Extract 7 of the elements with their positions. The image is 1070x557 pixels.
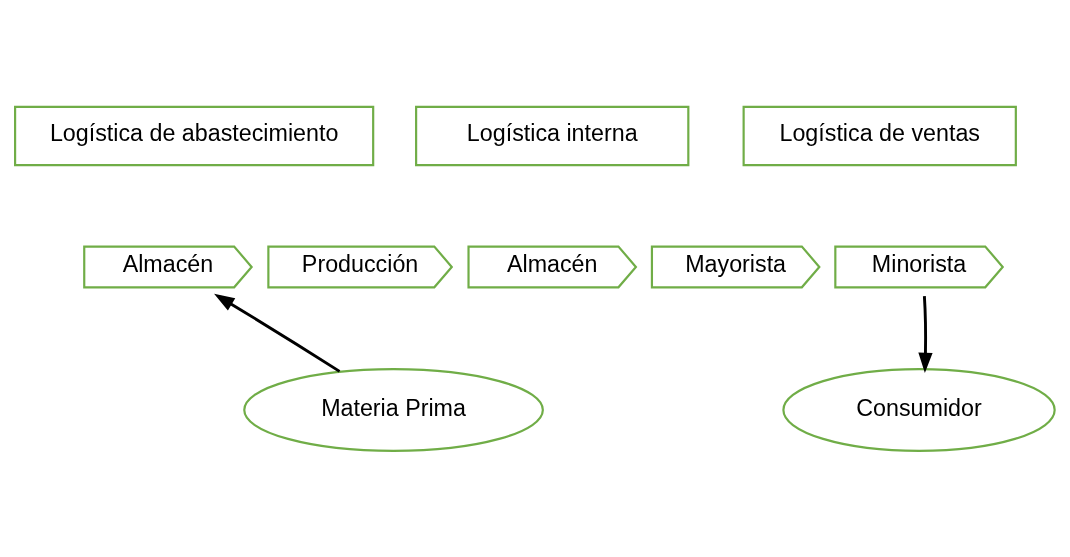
node-ellipse: Consumidor: [782, 367, 1056, 452]
node-box: Logística interna: [415, 105, 690, 166]
node-box: Logística de abastecimiento: [14, 105, 375, 166]
arrow: [214, 293, 341, 373]
node-ellipse: Materia Prima: [243, 367, 544, 452]
arrow: [918, 295, 933, 373]
node-box: Logística de ventas: [742, 105, 1017, 166]
